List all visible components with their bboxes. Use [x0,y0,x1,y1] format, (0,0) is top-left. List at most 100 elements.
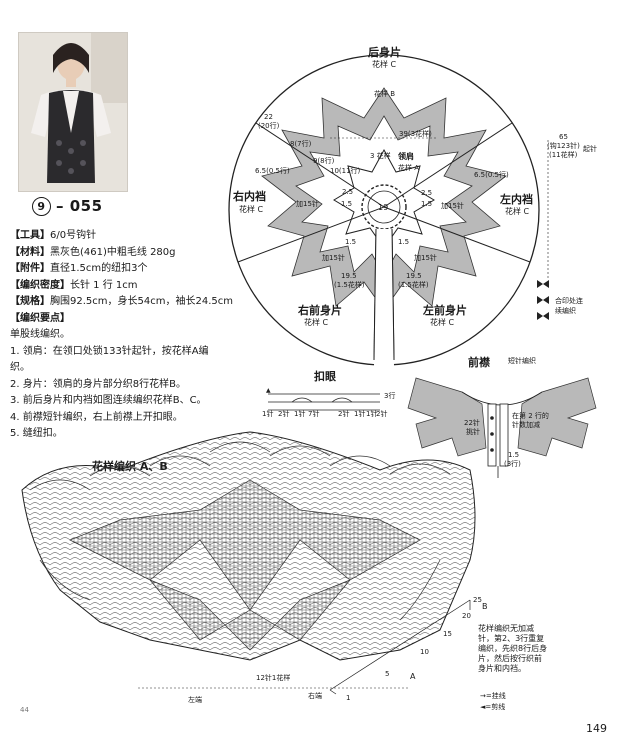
pattern-b-top: 花样 B [374,90,396,98]
continuation-arrows [537,280,549,320]
right-front-title: 右前身片 [298,304,342,317]
row-num-15: 15 [443,630,452,638]
product-number-badge: 9 [32,197,51,216]
join-label-1: 合印处连 [555,297,583,305]
dim-1-5-pattern-right: (1.5花样) [398,281,429,289]
right-gusset-title: 右内裆 [233,190,266,203]
svg-text:▲: ▲ [266,387,271,394]
buttonhole-title: 扣眼 [314,370,336,383]
gauge-value: 长针 1 行 1cm [70,279,138,291]
instructions-block: 【工具】6/0号钩针 【材料】黑灰色(461)中粗毛线 280g 【附件】直径1… [10,228,242,443]
placket-22-sts: 22针 [464,419,480,427]
dim-20-rows: (20行) [258,122,280,130]
inc-15-b: 加15针 [441,202,464,210]
row-num-1: 1 [346,694,351,702]
tools-key: 【工具】 [10,230,50,241]
dim-19-5-right: 19.5 [406,272,422,280]
placket-adjust: 针数加减 [512,421,540,429]
model-photo [18,32,128,192]
back-panel-pattern: 花样 C [372,60,397,69]
dim-1-5-c: 1.5 [345,238,357,246]
buttonhole-rows: 3行 [384,392,396,400]
tools-value: 6/0号钩针 [50,230,97,241]
product-code-text: – 055 [56,197,103,215]
stitch-chart-inner-b [149,579,351,651]
collar-pattern: 花样 A [398,164,420,172]
dim-22: 22 [264,113,273,121]
model-figure [19,33,127,191]
dim-10-11: 10(11行) [330,167,361,175]
left-front-pattern: 花样 C [430,318,455,327]
row-num-10: 10 [420,648,429,656]
note-line-5: 身片和内裆。 [478,664,526,673]
material-value: 黑灰色(461)中粗毛线 280g [50,246,176,258]
buttonhole-chart: ▲ [266,387,380,411]
dim-19-5-left: 19.5 [341,272,357,280]
dim-2-5-right: 2.5 [421,189,433,197]
placket-pick-up: 挑针 [466,428,480,436]
placket-diagram [407,377,597,478]
inc-15-c: 加15针 [322,254,345,262]
parts-key: 【附件】 [10,263,50,274]
point-1b: 织。 [10,362,30,373]
row-scale [329,599,471,695]
placket-3-rows: (3行) [504,460,521,468]
center-value: 19 [378,203,389,212]
left-front-title: 左前身片 [423,304,467,317]
bh-st-1d: 1针 [294,410,306,418]
size-key: 【规格】 [10,296,50,307]
material-key: 【材料】 [10,246,50,258]
left-end-label: 左端 [188,696,202,704]
dim-1-5-pattern-left: (1.5花样) [334,281,365,289]
dim-9-8: 9(8行) [313,157,335,165]
placket-row-2: 在第 2 行的 [512,412,549,420]
point-0: 单股线编织。 [10,329,70,340]
left-gusset-title: 左内裆 [500,193,533,206]
legend-attach: →=挂线 [480,692,506,700]
inc-15-d: 加15针 [414,254,437,262]
right-gusset-pattern: 花样 C [239,205,264,214]
page-number: 149 [586,722,607,735]
parts-value: 直径1.5cm的纽扣3个 [50,263,148,274]
note-line-1: 花样编织无加减 [478,624,534,633]
right-end-label: 右端 [308,692,322,700]
bh-st-1b: 1针 [354,410,366,418]
dim-11-patterns: (11花样) [549,151,578,159]
points-key: 【编织要点】 [10,312,70,324]
row-marker-a: A [410,672,416,681]
dim-39: 39(3花样) [399,130,432,138]
placket-subtitle: 短针编织 [508,357,536,365]
dim-1-5-a: 1.5 [341,200,353,208]
note-line-3: 编织，先织8行后身 [478,644,548,653]
bh-st-2c: 2针 [376,410,388,418]
join-label-2: 续编织 [555,307,576,315]
pattern-note: 花样编织无加减 针，第2、3行重复 编织，先织8行后身 片，然后按行织前 身片和… [478,624,560,674]
point-1a: 1. 领肩：在领口处锁133针起针，按花样A编 [10,345,209,357]
three-patterns: 3 花样 [370,152,391,160]
dim-2-5-left: 2.5 [342,188,354,196]
placket-1-5: 1.5 [508,451,520,459]
row-num-5: 5 [385,670,390,678]
inc-15-a: 加15针 [296,200,319,208]
product-code: 9 – 055 [32,197,103,216]
point-4: 4. 前襟短针编织，右上前襟上开扣眼。 [10,411,183,423]
start-chain: 起针 [583,145,597,153]
right-front-pattern: 花样 C [304,318,329,327]
row-marker-b: B [482,602,488,611]
row-num-20: 20 [462,612,471,620]
stitch-chart-fans [29,441,451,621]
note-line-4: 片，然后按行织前 [478,654,542,663]
dim-6-5-right: 6.5(0.5行) [474,171,509,179]
row-num-25: 25 [473,596,482,604]
note-line-2: 针，第2、3行重复 [478,634,545,643]
point-3: 3. 前后身片和内裆如图连续编织花样B、C。 [10,395,207,406]
dim-65: 65 [559,133,568,141]
dim-6-5-left: 6.5(0.5行) [255,167,290,175]
bh-st-2: 2针 [278,410,290,418]
size-value: 胸围92.5cm，身长54cm，袖长24.5cm [50,296,233,307]
back-panel-title: 后身片 [368,46,401,59]
legend-cut: ◄=剪线 [480,703,506,711]
dim-1-5-b: 1.5 [421,200,433,208]
